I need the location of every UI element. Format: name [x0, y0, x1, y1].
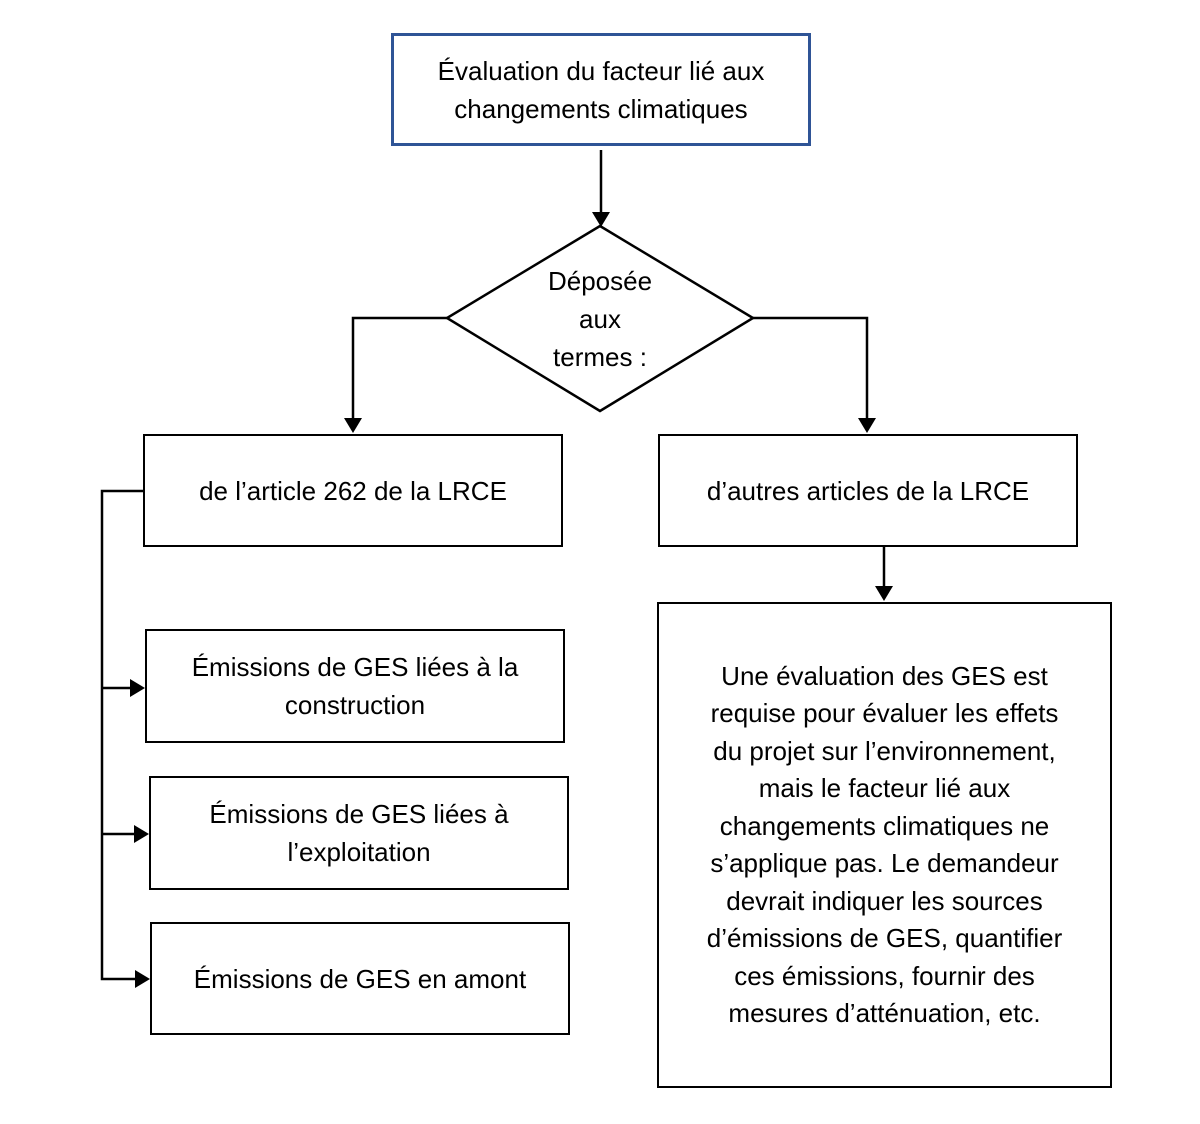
- decision-label-line: termes :: [553, 342, 647, 372]
- note-line: d’émissions de GES, quantifier: [706, 923, 1063, 953]
- decision-label-line: Déposée: [547, 266, 653, 296]
- note-line: Une évaluation des GES est: [721, 660, 1048, 691]
- note-line: requise pour évaluer les effets: [710, 698, 1059, 728]
- decision-diamond-shape: [444, 224, 756, 413]
- decision-label-line: aux: [579, 304, 621, 334]
- other-articles-label: d’autres articles de la LRCE: [706, 475, 1030, 506]
- start-box-label: Évaluation du facteur lié aux changement…: [437, 55, 765, 124]
- other-articles-box: d’autres articles de la LRCE: [658, 434, 1078, 547]
- note-line: devrait indiquer les sources: [726, 885, 1043, 916]
- note-line: du projet sur l’environnement,: [713, 735, 1056, 766]
- construction-emissions-box: Émissions de GES liées à la construction: [145, 629, 565, 743]
- ges-evaluation-note-box: Une évaluation des GES est requise pour …: [657, 602, 1112, 1088]
- upstream-emissions-box: Émissions de GES en amont: [150, 922, 570, 1035]
- arrow-spine-to-construction: [102, 679, 145, 697]
- arrow-right-box-to-note: [875, 547, 893, 601]
- arrow-spine-to-exploitation: [102, 825, 149, 843]
- connector-left-box-spine: [100, 489, 150, 988]
- exploitation-emissions-box: Émissions de GES liées à l’exploitation: [149, 776, 569, 890]
- note-line: ces émissions, fournir des: [734, 960, 1035, 991]
- note-line: mesures d’atténuation, etc.: [728, 998, 1041, 1028]
- exploitation-emissions-label: Émissions de GES liées à l’exploitation: [209, 799, 509, 867]
- construction-emissions-label: Émissions de GES liées à la construction: [191, 652, 519, 720]
- note-line: mais le facteur lié aux: [758, 773, 1011, 803]
- note-line: changements climatiques ne: [719, 810, 1050, 841]
- arrow-decision-to-right-box: [753, 316, 876, 433]
- note-line: s’applique pas. Le demandeur: [710, 848, 1059, 878]
- arrow-decision-to-left-box: [344, 316, 447, 433]
- start-box: Évaluation du facteur lié aux changement…: [391, 33, 811, 146]
- decision-label: Déposée aux termes :: [490, 262, 710, 376]
- article-262-label: de l’article 262 de la LRCE: [199, 475, 507, 506]
- article-262-box: de l’article 262 de la LRCE: [143, 434, 563, 547]
- arrow-top-to-decision: [592, 150, 610, 227]
- upstream-emissions-label: Émissions de GES en amont: [193, 963, 527, 994]
